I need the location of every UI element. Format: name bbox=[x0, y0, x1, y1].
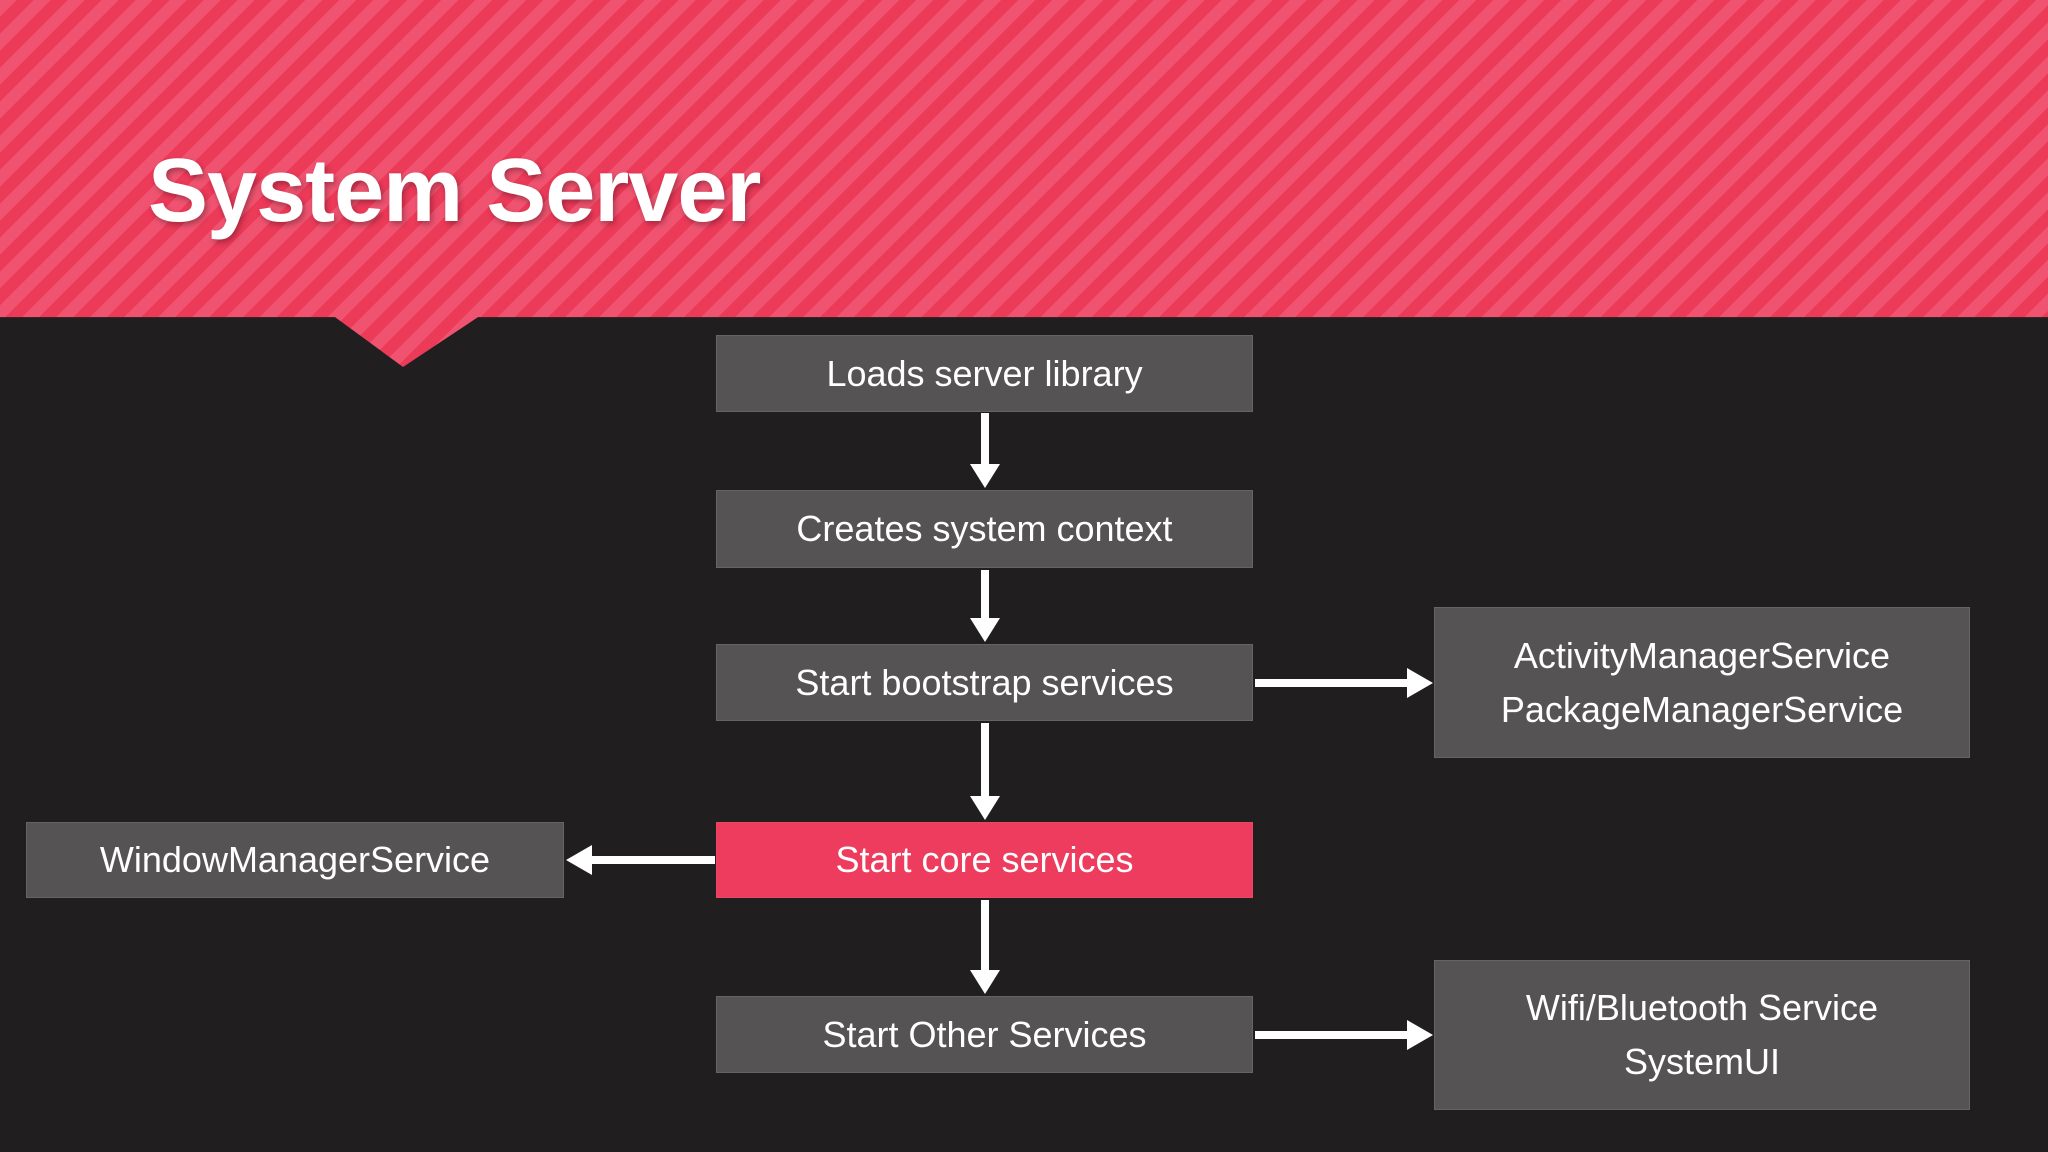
arrow-shaft bbox=[981, 900, 989, 971]
arrow-head bbox=[970, 796, 1000, 820]
arrow-shaft bbox=[981, 723, 989, 797]
arrow-head bbox=[970, 970, 1000, 994]
arrow-down-icon bbox=[970, 413, 1000, 488]
flow-node-start-core-services: Start core services bbox=[716, 822, 1253, 898]
flow-node-line: ActivityManagerService bbox=[1513, 634, 1891, 676]
arrow-down-icon bbox=[970, 900, 1000, 994]
flow-node-creates-system-context: Creates system context bbox=[716, 490, 1253, 568]
flow-node-line: PackageManagerService bbox=[1500, 688, 1904, 730]
arrow-right-icon bbox=[1255, 1020, 1433, 1050]
flow-node-start-bootstrap-services: Start bootstrap services bbox=[716, 644, 1253, 721]
arrow-down-icon bbox=[970, 570, 1000, 642]
arrow-shaft bbox=[1255, 1031, 1408, 1039]
flow-node-label: Start bootstrap services bbox=[795, 661, 1174, 703]
flow-node-label: Creates system context bbox=[796, 508, 1173, 549]
arrow-down-icon bbox=[970, 723, 1000, 820]
slide-title: System Server bbox=[148, 141, 761, 241]
flow-node-window-manager-service: WindowManagerService bbox=[26, 822, 564, 898]
arrow-head bbox=[970, 618, 1000, 642]
flow-node-label: Start Other Services bbox=[822, 1013, 1147, 1055]
flow-node-line: Wifi/Bluetooth Service bbox=[1525, 987, 1879, 1028]
arrow-shaft bbox=[591, 856, 715, 864]
flow-node-label: Start core services bbox=[835, 839, 1134, 880]
arrow-shaft bbox=[1255, 679, 1408, 687]
arrow-shaft bbox=[981, 570, 989, 619]
arrow-head bbox=[1407, 1020, 1433, 1050]
flow-node-wifi-bluetooth-systemui: Wifi/Bluetooth Service SystemUI bbox=[1434, 960, 1970, 1110]
flow-node-line: SystemUI bbox=[1623, 1041, 1781, 1082]
flow-node-label: Loads server library bbox=[826, 352, 1143, 394]
flow-node-loads-server-library: Loads server library bbox=[716, 335, 1253, 412]
arrow-left-icon bbox=[566, 845, 715, 875]
title-banner bbox=[0, 0, 2048, 367]
flow-node-activity-package-manager-service: ActivityManagerService PackageManagerSer… bbox=[1434, 607, 1970, 758]
arrow-right-icon bbox=[1255, 668, 1433, 698]
arrow-head bbox=[970, 464, 1000, 488]
flow-node-start-other-services: Start Other Services bbox=[716, 996, 1253, 1073]
arrow-shaft bbox=[981, 413, 989, 465]
arrow-head bbox=[1407, 668, 1433, 698]
arrow-head bbox=[566, 845, 592, 875]
flow-node-label: WindowManagerService bbox=[99, 839, 491, 880]
